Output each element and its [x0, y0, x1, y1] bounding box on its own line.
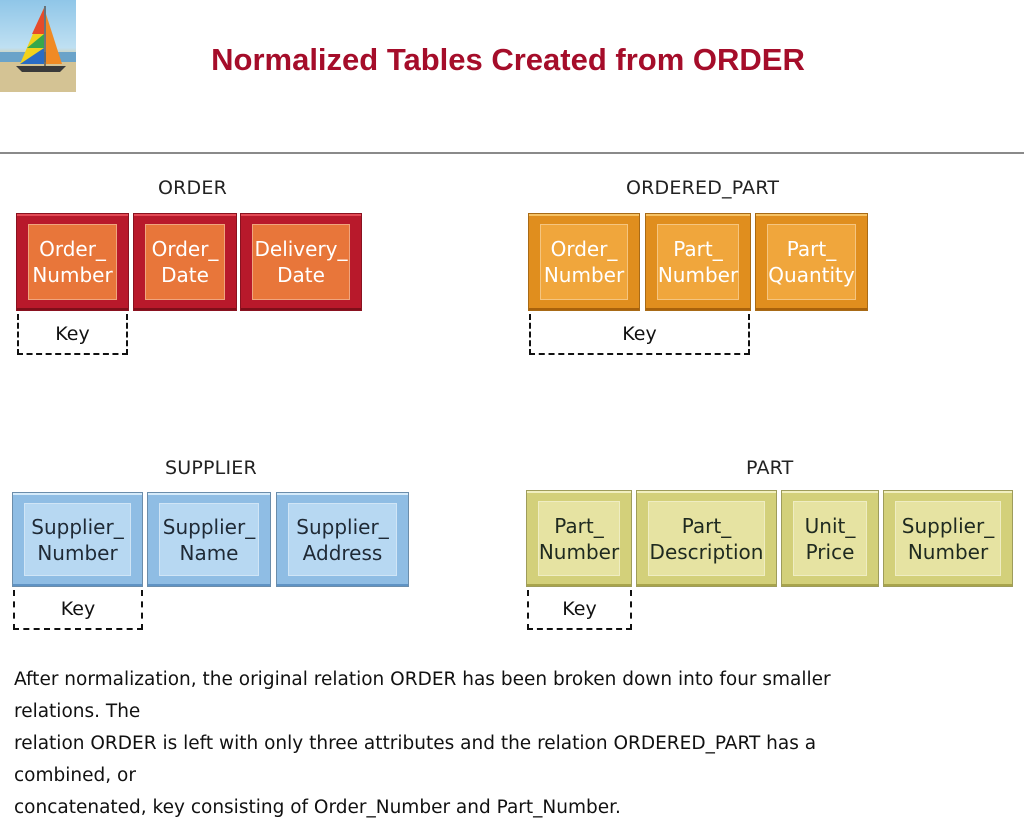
part-attr-part-number: Part_ Number [526, 490, 632, 587]
supplier-attr-supplier-address: Supplier_ Address [276, 492, 409, 587]
supplier-attr-supplier-name: Supplier_ Name [147, 492, 271, 587]
order-attr-order-number: Order_ Number [16, 213, 129, 311]
supplier-attr-supplier-number: Supplier_ Number [12, 492, 143, 587]
part-table-title: PART [746, 457, 794, 479]
part-attr-part-description: Part_ Description [636, 490, 777, 587]
part-attr-supplier-number: Supplier_ Number [883, 490, 1013, 587]
slide-title: Normalized Tables Created from ORDER [211, 42, 805, 77]
order-table-title: ORDER [158, 177, 227, 199]
caption-line-3: concatenated, key consisting of Order_Nu… [14, 797, 621, 818]
part-attr-unit-price: Unit_ Price [781, 490, 879, 587]
order-attr-order-date: Order_ Date [133, 213, 237, 311]
order-key-bracket: Key [17, 314, 128, 355]
title-divider [0, 152, 1024, 154]
ordered-part-attr-part-number: Part_ Number [645, 213, 751, 311]
ordered-part-attr-order-number: Order_ Number [528, 213, 640, 311]
caption-line-1: After normalization, the original relati… [14, 669, 831, 722]
supplier-key-bracket: Key [13, 590, 143, 630]
caption: After normalization, the original relati… [14, 664, 914, 824]
order-attr-delivery-date: Delivery_ Date [240, 213, 362, 311]
part-key-bracket: Key [527, 590, 632, 630]
ordered-part-attr-part-quantity: Part_ Quantity [755, 213, 868, 311]
sailboat-logo-icon [0, 0, 76, 92]
caption-line-2: relation ORDER is left with only three a… [14, 733, 817, 786]
supplier-table-title: SUPPLIER [165, 457, 257, 479]
ordered-part-key-bracket: Key [529, 314, 750, 355]
ordered-part-table-title: ORDERED_PART [626, 177, 780, 199]
